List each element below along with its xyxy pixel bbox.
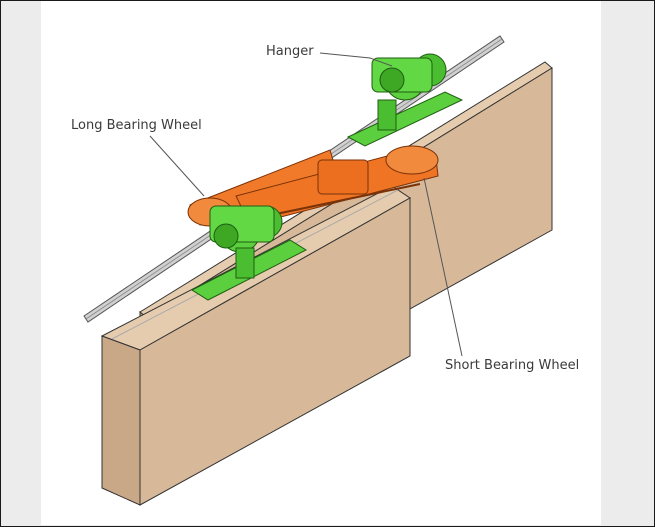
short-bearing-wheel-label: Short Bearing Wheel	[445, 358, 580, 373]
hanger-left	[190, 205, 308, 301]
long-bearing-wheel-label: Long Bearing Wheel	[71, 118, 202, 133]
short-bearing-leader	[423, 177, 463, 357]
hanger-label: Hanger	[266, 44, 314, 59]
hanger-leader	[319, 52, 393, 67]
leader-lines	[149, 52, 463, 357]
hanger-right	[346, 53, 464, 147]
long-bearing-leader	[149, 135, 205, 197]
